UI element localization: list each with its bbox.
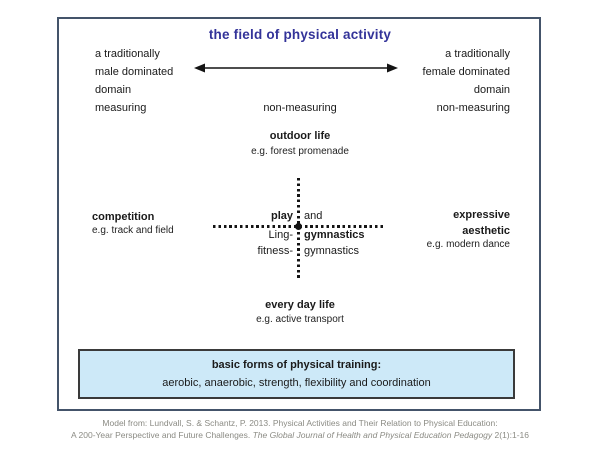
expressive-aesthetic-example: e.g. modern dance	[426, 239, 510, 250]
expressive-aesthetic-block: expressive aesthetic e.g. modern dance	[427, 207, 510, 250]
double-arrow-icon	[194, 63, 398, 73]
male-domain-line2: male dominated	[95, 66, 174, 78]
female-domain-line3: domain	[473, 84, 510, 96]
every-day-life-label: every day life	[265, 299, 335, 311]
non-measuring-right-label: non-measuring	[436, 102, 510, 114]
male-domain-line3: domain	[95, 84, 132, 96]
citation-line2: A 200-Year Perspective and Future Challe…	[0, 429, 600, 441]
every-day-life-block: every day life e.g. active transport	[190, 296, 410, 325]
axis-intersection-dot	[295, 223, 302, 230]
fitness-label: fitness-	[257, 245, 293, 257]
citation-line2-suffix: 2(1):1-16	[492, 430, 530, 440]
every-day-life-example: e.g. active transport	[256, 314, 344, 325]
citation-line1: Model from: Lundvall, S. & Schantz, P. 2…	[102, 418, 498, 428]
play-label: play	[270, 210, 293, 222]
competition-label: competition	[92, 211, 155, 223]
female-domain-line1: a traditionally	[445, 48, 510, 60]
diagram-title: the field of physical activity	[208, 27, 392, 42]
citation: Model from: Lundvall, S. & Schantz, P. 2…	[0, 417, 600, 441]
non-measuring-center-label: non-measuring	[263, 102, 337, 114]
outdoor-life-block: outdoor life e.g. forest promenade	[190, 127, 410, 157]
training-box-heading: basic forms of physical training:	[211, 359, 382, 371]
and-label: and	[304, 210, 323, 222]
male-domain-line1: a traditionally	[95, 48, 160, 60]
female-domain-label: a traditionally female dominated domain	[423, 45, 510, 99]
competition-block: competition e.g. track and field	[92, 210, 174, 236]
measuring-label: measuring	[95, 102, 147, 114]
aesthetic-label: aesthetic	[462, 225, 510, 237]
competition-example: e.g. track and field	[92, 225, 174, 236]
gymnastics-label: gymnastics	[304, 245, 360, 257]
expressive-label: expressive	[453, 209, 510, 221]
gymnastics-bold-label: gymnastics	[304, 229, 365, 241]
outdoor-life-example: e.g. forest promenade	[251, 146, 349, 157]
training-box-items: aerobic, anaerobic, strength, flexibilit…	[162, 377, 431, 389]
citation-line2-prefix: A 200-Year Perspective and Future Challe…	[70, 430, 253, 440]
citation-journal-title: The Global Journal of Health and Physica…	[252, 430, 493, 440]
male-domain-label: a traditionally male dominated domain	[95, 45, 173, 99]
ling-label: Ling-	[268, 229, 293, 241]
female-domain-line2: female dominated	[422, 66, 510, 78]
outdoor-life-label: outdoor life	[269, 130, 331, 142]
basic-training-box: basic forms of physical training: aerobi…	[78, 349, 515, 399]
